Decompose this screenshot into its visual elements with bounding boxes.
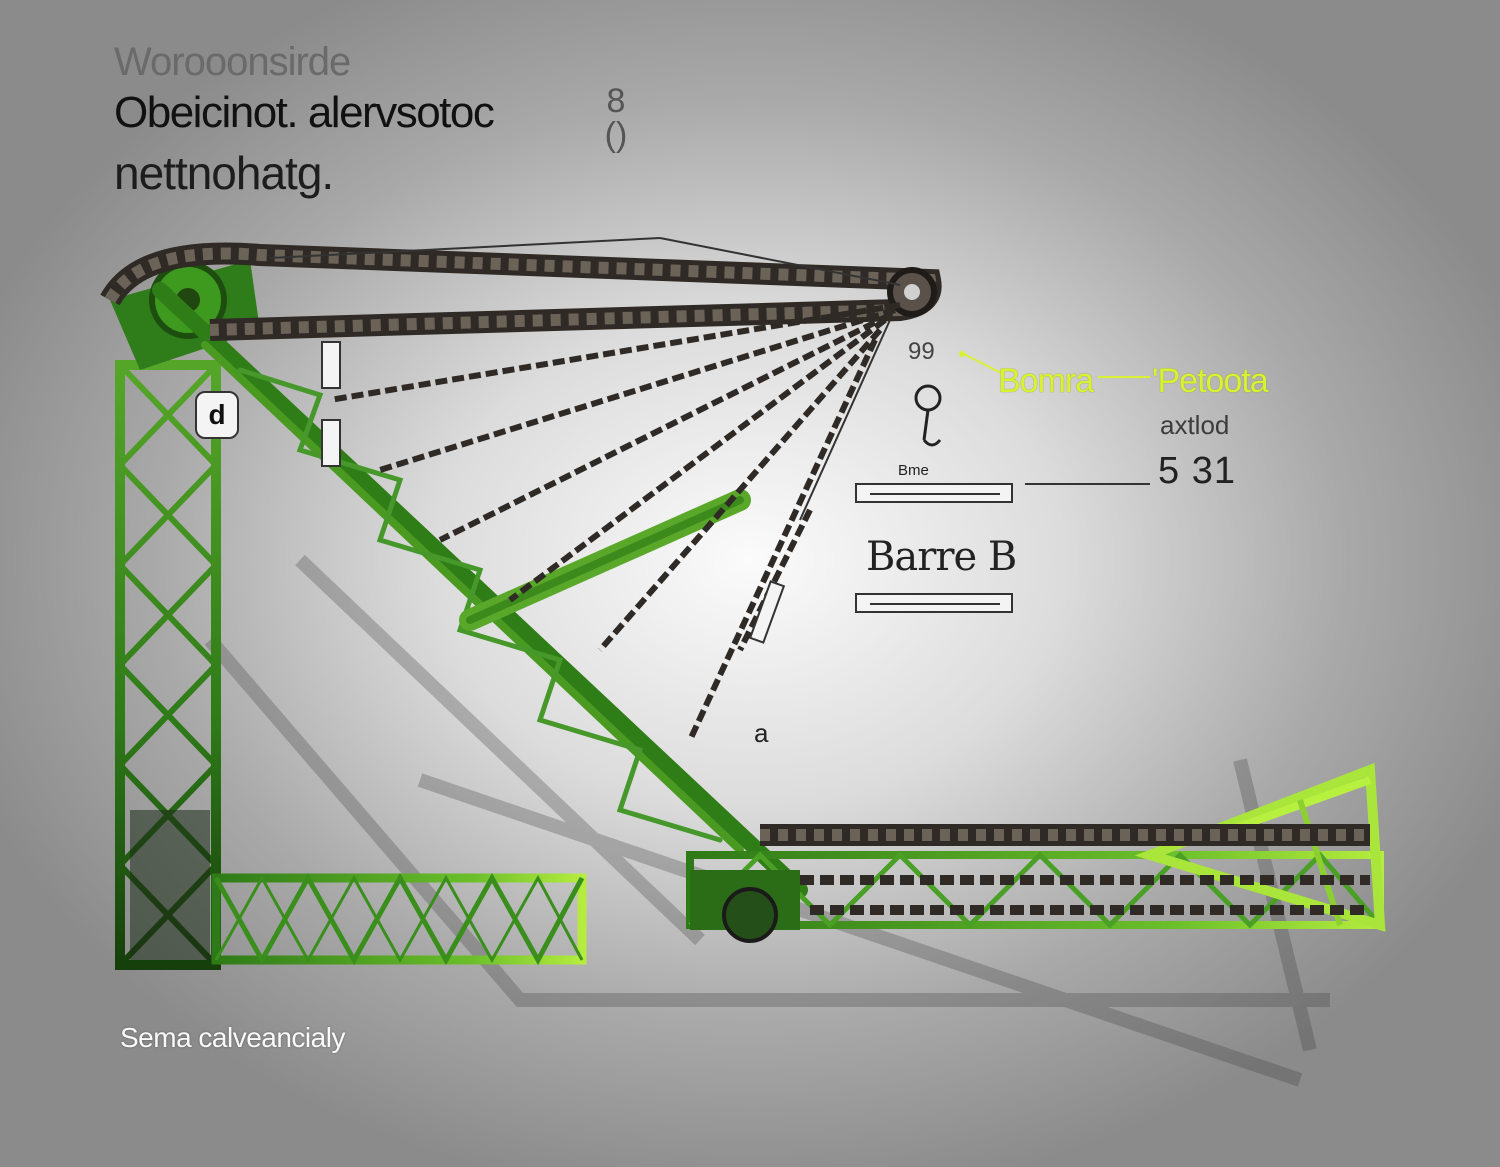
title-line-2: Obeicinot. alervsotoc [114,88,495,137]
main-tower [115,360,221,970]
title-line-3: nettnohatg. [114,147,334,199]
right-runway-truss [686,762,1386,943]
label-number: 5 31 [1158,450,1236,492]
spec-plate-2 [855,593,1013,613]
hanging-chains [329,302,901,742]
white-tags [321,341,786,644]
guy-wires [269,237,901,521]
corner-glyph: 8 () [604,82,628,154]
annotation-leaders [959,351,1150,485]
label-bme: Bme [898,462,929,479]
label-petoota: 'Petoota [1152,362,1269,400]
label-bomra: Bomra [998,362,1094,400]
label-axtlod: axtlod [1160,410,1230,440]
structure-shadow [204,554,1330,1087]
left-base-truss [211,872,587,966]
spec-plate-1 [855,483,1013,503]
title-line-1: Worooonsirde [114,40,351,84]
label-barreb: Barre B [866,534,1017,580]
runway-chain [760,824,1370,915]
hook-icon [914,384,942,447]
tag-icon: d [195,391,239,439]
footer-caption: Sema calveancialy [120,1022,345,1053]
top-chain [100,242,942,341]
label-top-mark: 99 [908,338,935,365]
label-hook-mark: a [754,718,769,748]
